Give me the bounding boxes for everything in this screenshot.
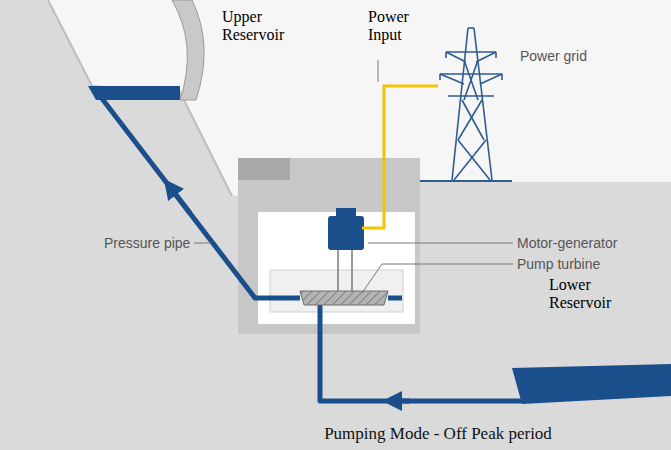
part-label: Pump turbine <box>517 256 600 272</box>
leader-line <box>362 264 513 293</box>
pressure-pipe <box>100 96 300 298</box>
leader-line <box>194 243 211 244</box>
leader-line <box>378 60 379 82</box>
part-label: Pressure pipe <box>104 235 190 251</box>
reservoir-label: Upper Reservoir <box>222 8 302 45</box>
pylon <box>440 28 502 180</box>
shaft <box>337 250 339 292</box>
part-label: Motor-generator <box>517 235 617 251</box>
ground-line <box>420 180 512 182</box>
leader-line <box>368 243 513 244</box>
flow-arrow <box>392 399 410 404</box>
reservoir-label: Lower Reservoir <box>549 276 621 313</box>
hill-edge <box>48 0 232 196</box>
pump-turbine <box>300 291 388 305</box>
input-label: Power Input <box>368 8 428 45</box>
grid-label: Power grid <box>520 48 587 64</box>
caption: Pumping Mode - Off Peak period <box>324 424 552 444</box>
roof-block <box>238 158 290 180</box>
power-house <box>238 158 420 334</box>
flow-arrow <box>170 187 190 213</box>
machine-hall <box>258 212 415 324</box>
motor-generator <box>328 216 364 250</box>
dam <box>172 0 204 100</box>
pipe-stub <box>388 296 402 301</box>
turbine-pit <box>270 270 403 312</box>
lower-water <box>512 364 671 404</box>
suction-pipe <box>320 304 525 401</box>
shaft <box>351 250 353 292</box>
power-line <box>362 86 438 228</box>
